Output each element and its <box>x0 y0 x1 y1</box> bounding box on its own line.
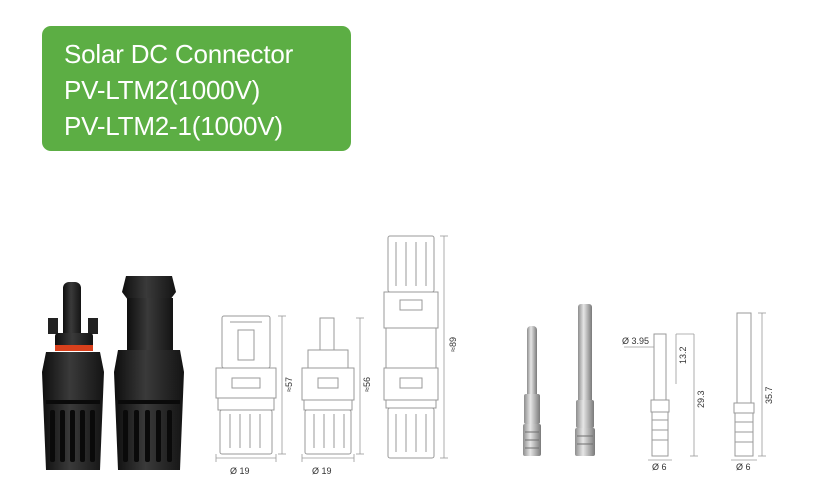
title-line-3: PV-LTM2-1(1000V) <box>64 111 283 141</box>
assembled-pair-drawing <box>383 235 448 459</box>
female-diameter-label: Ø 19 <box>312 466 332 476</box>
male-pin-tip-diameter: Ø 3.95 <box>622 336 649 346</box>
female-length-label: ≈56 <box>362 377 372 392</box>
male-length-label: ≈57 <box>284 377 294 392</box>
male-connector-photo <box>42 282 104 470</box>
female-pin-length: 35.7 <box>764 386 774 404</box>
male-pin-diameter: Ø 6 <box>652 462 667 472</box>
male-pin-tip-length: 13.2 <box>678 346 688 364</box>
male-pin-photo <box>523 326 541 456</box>
title-banner: Solar DC Connector PV-LTM2(1000V) PV-LTM… <box>42 26 351 151</box>
female-pin-photo <box>575 304 595 456</box>
title-line-1: Solar DC Connector <box>64 39 294 69</box>
female-pin-drawing <box>731 312 766 461</box>
female-pin-diameter: Ø 6 <box>736 462 751 472</box>
title-line-2: PV-LTM2(1000V) <box>64 75 261 105</box>
male-connector-drawing <box>215 315 286 462</box>
male-pin-length: 29.3 <box>696 390 706 408</box>
female-connector-drawing <box>301 317 364 462</box>
male-pin-drawing <box>624 333 698 461</box>
pair-length-label: ≈89 <box>448 337 458 352</box>
female-connector-photo <box>114 276 184 470</box>
red-seal-ring <box>55 345 93 351</box>
male-diameter-label: Ø 19 <box>230 466 250 476</box>
